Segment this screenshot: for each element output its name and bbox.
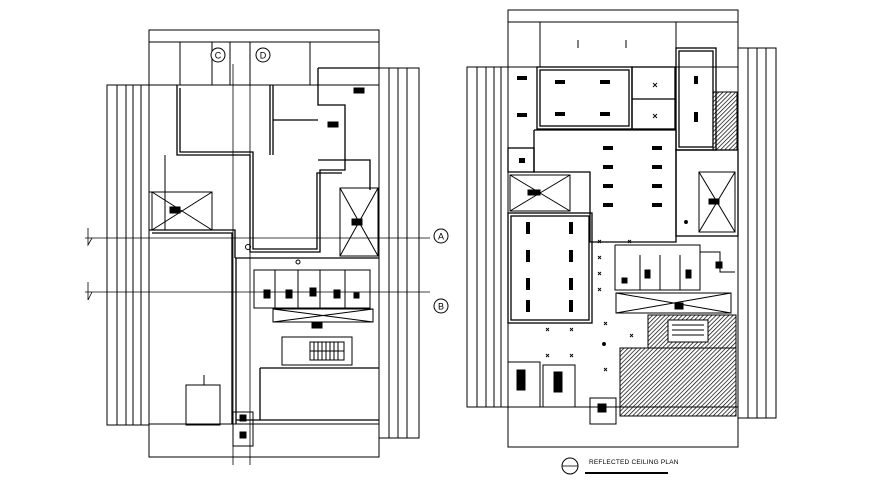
grid-bubble-a: A [433,228,449,244]
left-walls [149,67,379,424]
left-ac-unit-2 [339,187,379,257]
right-ac-unit-2 [698,171,736,233]
grid-bubble-d: D [255,47,271,63]
light-fixtures-hall [526,222,573,312]
ceiling-bay-top [536,47,717,151]
drawing-title: REFLECTED CEILING PLAN [589,459,679,466]
right-side-strip-left [466,66,509,408]
grid-label-a: A [438,232,444,242]
left-toilet-block [253,269,374,329]
left-outer-frame [148,29,380,458]
grid-label-c: C [215,51,222,61]
left-plan [106,29,420,458]
grid-bubble-b: B [433,298,449,314]
grid-label-b: B [438,302,444,312]
right-toilet-block [614,244,735,314]
right-plan [466,9,777,448]
light-fixtures-top [517,76,698,122]
right-ac-unit-1 [509,174,571,212]
ceiling-bay-middle [507,129,739,243]
hatched-area-lower [619,347,737,417]
left-side-strip-left [106,84,150,426]
grid-bubble-c: C [210,47,226,63]
light-fixtures-middle [519,146,662,207]
drawing-title-block: REFLECTED CEILING PLAN [560,455,740,477]
ceiling-bay-left-hall [507,212,593,324]
diffuser-markers [545,82,688,372]
left-side-strip-right [378,67,420,439]
grid-label-d: D [260,51,267,61]
left-grid-lines [85,64,430,465]
left-ac-unit-1 [151,191,213,231]
left-stair [281,336,353,366]
hatched-area-upper [712,91,738,151]
